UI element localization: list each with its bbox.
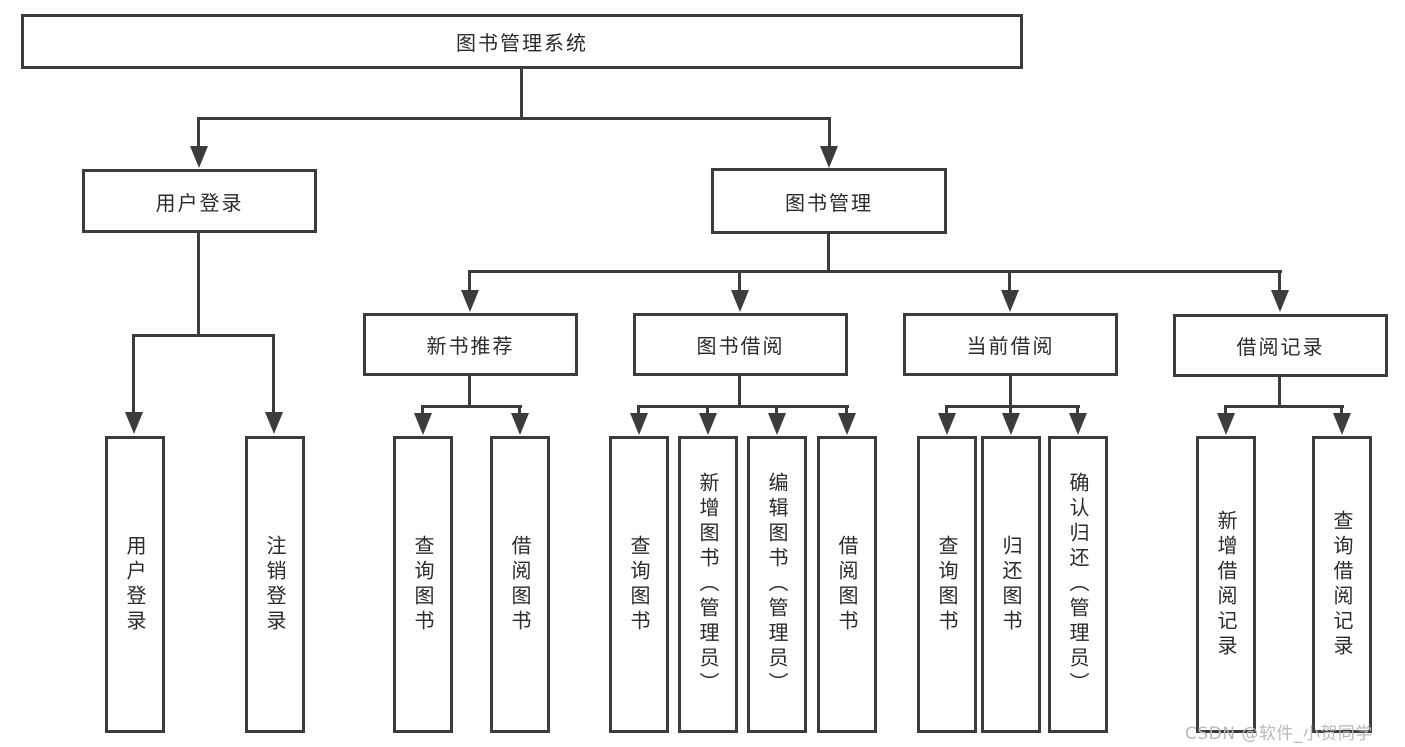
- arrow-to-confirm-return-admin: [1069, 413, 1087, 435]
- leaf-confirm-return-admin: 确认归还（管理员）: [1048, 436, 1108, 733]
- arrow-to-add-book-admin: [699, 413, 717, 435]
- connector-mgmt-stub-1: [468, 270, 471, 292]
- leaf-borrow-books-2: 借阅图书: [817, 436, 877, 733]
- leaf-edit-book-admin: 编辑图书（管理员）: [747, 436, 807, 733]
- node-borrow-records: 借阅记录: [1173, 314, 1388, 377]
- leaf-borrow-books-1: 借阅图书: [490, 436, 550, 733]
- connector-recommend-stub-1: [421, 405, 424, 415]
- connector-login-stub-left: [132, 334, 135, 414]
- leaf-user-login: 用户登录: [105, 436, 165, 733]
- leaf-query-borrow-record: 查询借阅记录: [1312, 436, 1372, 733]
- connector-recommend-stem: [468, 375, 471, 408]
- connector-recommend-bar: [421, 405, 522, 408]
- connector-borrow-stub-1: [637, 405, 640, 415]
- arrow-to-edit-book-admin: [768, 413, 786, 435]
- node-user-login: 用户登录: [82, 169, 317, 233]
- arrow-to-query-books-1: [414, 413, 432, 435]
- leaf-logout: 注销登录: [245, 436, 305, 733]
- connector-mgmt-stem: [827, 233, 830, 273]
- leaf-query-books-1: 查询图书: [393, 436, 453, 733]
- node-root: 图书管理系统: [21, 14, 1023, 69]
- leaf-query-books-3: 查询图书: [917, 436, 977, 733]
- connector-current-stub-3: [1076, 405, 1079, 415]
- arrow-to-query-books-2: [630, 413, 648, 435]
- connector-records-stem: [1278, 376, 1281, 408]
- connector-borrow-bar: [637, 405, 849, 408]
- arrow-to-leaf-logout: [265, 412, 283, 434]
- leaf-add-borrow-record: 新增借阅记录: [1196, 436, 1256, 733]
- arrow-to-borrow-books-2: [838, 413, 856, 435]
- connector-mgmt-stub-4: [1278, 270, 1281, 292]
- connector-borrow-stem: [738, 375, 741, 408]
- arrow-to-query-books-3: [938, 413, 956, 435]
- connector-login-stem: [197, 232, 200, 335]
- connector-current-stem: [1009, 375, 1012, 408]
- arrow-to-user-login: [190, 146, 208, 168]
- connector-borrow-stub-4: [845, 405, 848, 415]
- connector-root-stub-right: [828, 117, 831, 148]
- node-book-borrow: 图书借阅: [633, 313, 848, 376]
- connector-root-stem: [520, 69, 523, 118]
- connector-borrow-stub-2: [706, 405, 709, 415]
- arrow-to-borrow-books-1: [511, 413, 529, 435]
- csdn-watermark: CSDN @软件_小贺同学: [1185, 724, 1373, 744]
- connector-login-stub-right: [272, 334, 275, 414]
- node-book-management: 图书管理: [711, 168, 947, 234]
- connector-records-stub-2: [1340, 405, 1343, 415]
- connector-records-bar: [1224, 405, 1344, 408]
- connector-root-bar: [197, 117, 831, 120]
- arrow-to-return-book: [1002, 413, 1020, 435]
- connector-recommend-stub-2: [518, 405, 521, 415]
- arrow-to-add-borrow-record: [1217, 413, 1235, 435]
- leaf-return-book: 归还图书: [981, 436, 1041, 733]
- connector-current-bar: [945, 405, 1080, 408]
- arrow-to-new-book-recommend: [461, 290, 479, 312]
- arrow-to-book-borrow: [731, 290, 749, 312]
- node-current-borrow: 当前借阅: [903, 313, 1118, 376]
- connector-mgmt-stub-2: [738, 270, 741, 292]
- arrow-to-current-borrow: [1001, 290, 1019, 312]
- leaf-add-book-admin: 新增图书（管理员）: [678, 436, 738, 733]
- connector-mgmt-stub-3: [1008, 270, 1011, 292]
- connector-mgmt-bar: [468, 270, 1282, 273]
- leaf-query-books-2: 查询图书: [609, 436, 669, 733]
- arrow-to-leaf-user-login: [125, 412, 143, 434]
- node-new-book-recommend: 新书推荐: [363, 313, 578, 376]
- connector-borrow-stub-3: [775, 405, 778, 415]
- arrow-to-book-management: [820, 146, 838, 168]
- connector-current-stub-1: [945, 405, 948, 415]
- connector-root-stub-left: [197, 117, 200, 148]
- connector-records-stub-1: [1224, 405, 1227, 415]
- connector-current-stub-2: [1009, 405, 1012, 415]
- connector-login-bar: [132, 334, 275, 337]
- arrow-to-borrow-records: [1271, 290, 1289, 312]
- arrow-to-query-borrow-record: [1333, 413, 1351, 435]
